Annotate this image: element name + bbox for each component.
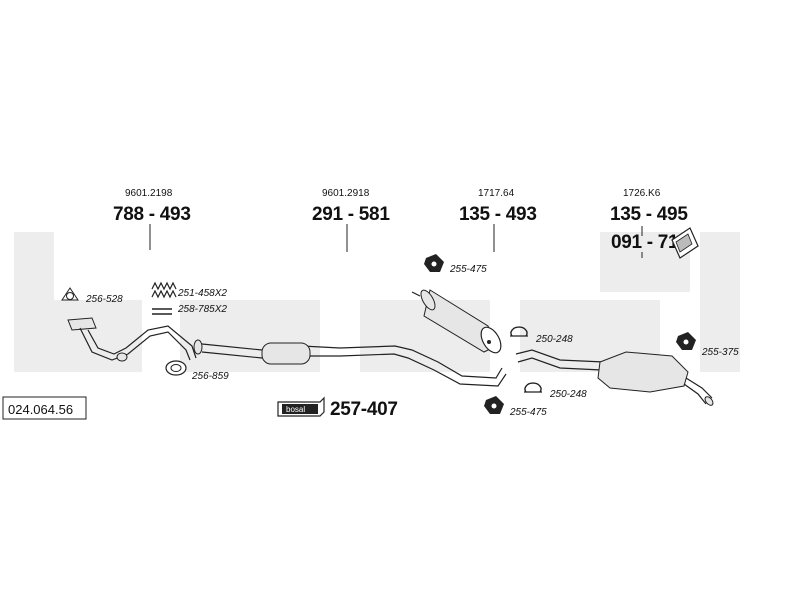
- group-label-1: 9601.2198 788 - 493: [113, 188, 191, 250]
- nut-label-rear: 255-375: [701, 347, 739, 358]
- nut-icon: [424, 254, 444, 272]
- kit-part-number: 257-407: [330, 399, 398, 420]
- catalog-number: 024.064.56: [8, 402, 73, 417]
- center-muffler: [411, 289, 502, 354]
- front-pipe: [67, 317, 197, 362]
- spring-icon: [151, 281, 177, 299]
- oem-number: 9601.2198: [125, 188, 173, 199]
- oem-number: 1726.K6: [623, 188, 661, 199]
- bolt-label: 258-785X2: [177, 304, 227, 315]
- group-label-3: 1717.64 135 - 493: [459, 188, 537, 252]
- clamp-icon-top: [510, 326, 528, 337]
- part-number: 135 - 495: [610, 204, 688, 225]
- oem-number: 9601.2918: [322, 188, 370, 199]
- gasket-label: 256-528: [85, 294, 123, 305]
- clamp-icon-bottom: [524, 382, 542, 393]
- bolt-icon: [152, 308, 172, 315]
- group-label-2: 9601.2918 291 - 581: [312, 188, 391, 252]
- oem-number: 1717.64: [478, 188, 515, 199]
- spring-label: 251-458X2: [177, 288, 227, 299]
- part-number: 135 - 493: [459, 204, 537, 225]
- nut-label-top: 255-475: [449, 264, 487, 275]
- group-label-4: 1726.K6 135 - 495 091 - 711: [610, 188, 689, 258]
- extra-part-number: 091 - 711: [611, 232, 688, 253]
- middle-pipe: [193, 339, 507, 387]
- gasket-icon: [61, 287, 79, 301]
- part-number: 291 - 581: [312, 204, 390, 225]
- mounting-bracket-icon: [671, 227, 699, 259]
- nut-icon: [484, 396, 504, 414]
- rear-muffler: [515, 349, 714, 406]
- ring-icon: [165, 360, 187, 376]
- catalog-number-box: 024.064.56: [2, 396, 87, 420]
- kit-logo: bosal: [286, 405, 305, 414]
- nut-label-bottom: 255-475: [509, 407, 547, 418]
- nut-icon: [676, 332, 696, 350]
- clamp-label-bottom: 250-248: [549, 389, 587, 400]
- kit-box: bosal: [277, 396, 325, 417]
- bosal-watermark: [14, 232, 740, 372]
- part-number: 788 - 493: [113, 204, 191, 225]
- ring-label: 256-859: [191, 371, 229, 382]
- clamp-label-top: 250-248: [535, 334, 573, 345]
